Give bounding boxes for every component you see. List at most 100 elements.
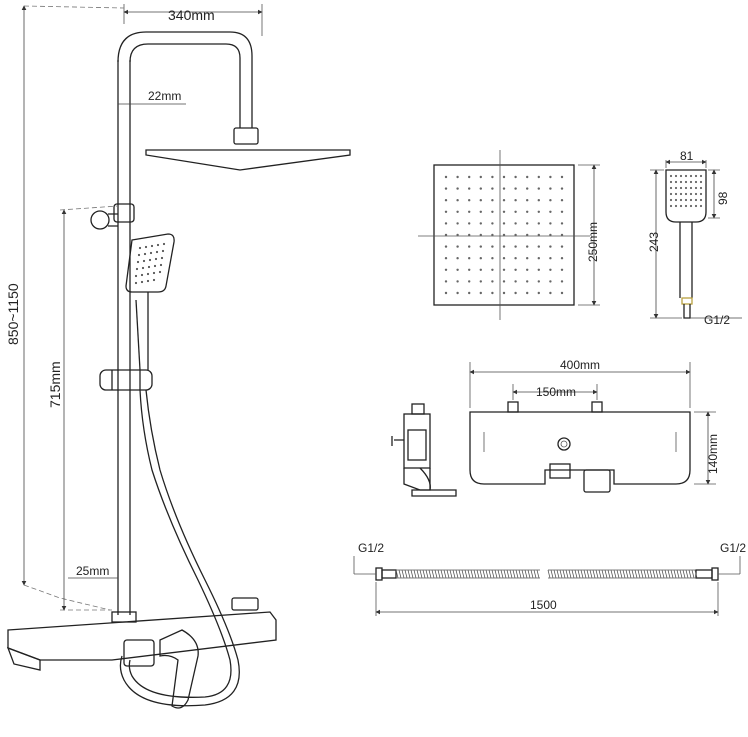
nozzle-dot bbox=[514, 280, 517, 283]
nozzle-dot bbox=[549, 291, 552, 295]
hose-coil bbox=[646, 569, 650, 579]
hose-coil bbox=[503, 569, 507, 579]
hose-coil bbox=[440, 569, 444, 579]
nozzle-dot bbox=[514, 210, 517, 213]
nozzle-dot bbox=[526, 233, 529, 237]
nozzle-dot bbox=[537, 245, 540, 248]
hose-coil bbox=[449, 569, 453, 579]
nozzle-dot bbox=[479, 233, 482, 237]
hose-coil bbox=[515, 569, 519, 579]
hose-coil bbox=[476, 569, 480, 579]
nozzle-dot bbox=[468, 268, 471, 271]
nozzle-dot bbox=[694, 204, 698, 208]
label-bottom-offset: 25mm bbox=[76, 564, 109, 578]
nozzle-dot bbox=[456, 268, 459, 271]
hose-coil bbox=[524, 569, 528, 579]
hose-coil bbox=[437, 569, 441, 579]
nozzle-dot bbox=[491, 233, 494, 237]
hose-coil bbox=[470, 569, 474, 579]
nozzle-dot bbox=[444, 291, 448, 295]
nozzle-dot bbox=[491, 291, 494, 295]
hose-coil bbox=[395, 569, 399, 579]
dim-rail-height: 715mm bbox=[47, 205, 119, 611]
hose-coil bbox=[547, 569, 551, 579]
hose-coil bbox=[398, 569, 402, 579]
nozzle-dot bbox=[694, 180, 698, 184]
nozzle-dot bbox=[444, 280, 448, 283]
label-total-height: 850~1150 bbox=[5, 283, 21, 345]
nozzle-dot bbox=[491, 210, 494, 213]
nozzle-dot bbox=[669, 174, 673, 178]
nozzle-dot bbox=[491, 175, 494, 179]
hose-detail: G1/2 G1/2 1500 bbox=[353, 541, 746, 616]
nozzle-dot bbox=[669, 180, 673, 184]
hose-coil bbox=[682, 569, 686, 579]
hose-coil bbox=[404, 569, 408, 579]
hose-coil bbox=[509, 569, 513, 579]
nozzle-dot bbox=[491, 268, 494, 271]
nozzle-dot bbox=[456, 222, 459, 225]
nozzle-dot bbox=[479, 291, 482, 295]
nozzle-dot bbox=[537, 175, 540, 179]
nozzle-dot bbox=[479, 222, 482, 225]
hose-coil bbox=[568, 569, 572, 579]
nozzle-dot bbox=[502, 280, 506, 283]
hose-coil bbox=[577, 569, 581, 579]
nozzle-dot bbox=[549, 187, 552, 190]
hose-coil bbox=[458, 569, 462, 579]
nozzle-dot bbox=[537, 210, 540, 213]
shelf-body bbox=[469, 411, 691, 485]
nozzle-dot bbox=[669, 198, 673, 202]
label-handheld-length: 243 bbox=[647, 232, 661, 252]
label-pipe-diameter: 22mm bbox=[148, 89, 181, 103]
nozzle-dot bbox=[502, 210, 506, 213]
nozzle-dot bbox=[526, 257, 529, 260]
label-shelf-height: 140mm bbox=[706, 434, 720, 474]
nozzle-dot bbox=[537, 199, 540, 202]
center-outlet bbox=[557, 437, 571, 451]
hose-coil bbox=[434, 569, 438, 579]
hose-coil bbox=[685, 569, 689, 579]
nozzle-dot bbox=[684, 204, 688, 208]
nozzle-dot bbox=[502, 233, 506, 237]
hose-coil bbox=[598, 569, 602, 579]
nozzle-dot bbox=[560, 291, 564, 295]
nozzle-dot bbox=[560, 222, 564, 225]
nozzle-dot bbox=[526, 268, 529, 271]
hose-coil bbox=[613, 569, 617, 579]
hose-coil bbox=[473, 569, 477, 579]
nozzle-dot bbox=[479, 187, 482, 190]
hose-coil bbox=[527, 569, 531, 579]
overhead-head bbox=[145, 149, 351, 171]
hose-coil bbox=[634, 569, 638, 579]
hose-coil bbox=[488, 569, 492, 579]
nozzle-dot bbox=[491, 257, 494, 260]
nozzle-dot bbox=[699, 192, 703, 196]
hose-coil bbox=[512, 569, 516, 579]
hose-coil bbox=[661, 569, 665, 579]
nozzle-dot bbox=[502, 199, 506, 202]
hose-coil bbox=[595, 569, 599, 579]
nozzle-dot bbox=[468, 245, 471, 248]
nozzle-dot bbox=[684, 192, 688, 196]
nozzle-dot bbox=[549, 233, 552, 237]
nozzle-dot bbox=[491, 222, 494, 225]
hose-coil bbox=[673, 569, 677, 579]
hose-coil bbox=[631, 569, 635, 579]
nozzle-dot bbox=[468, 257, 471, 260]
nozzle-dot bbox=[479, 280, 482, 283]
nozzle-dot bbox=[456, 199, 459, 202]
mixer-side-view bbox=[391, 403, 457, 497]
hose-coil bbox=[616, 569, 620, 579]
hose-coil bbox=[637, 569, 641, 579]
hose-coil bbox=[464, 569, 468, 579]
nozzle-dot bbox=[537, 222, 540, 225]
nozzle-dot bbox=[679, 192, 683, 196]
hose-coil bbox=[607, 569, 611, 579]
dim-pipe-diameter: 22mm bbox=[118, 89, 186, 105]
hose-coil bbox=[589, 569, 593, 579]
nozzle-dot bbox=[468, 175, 471, 179]
hose-coil bbox=[521, 569, 525, 579]
nozzle-dot bbox=[502, 291, 506, 295]
